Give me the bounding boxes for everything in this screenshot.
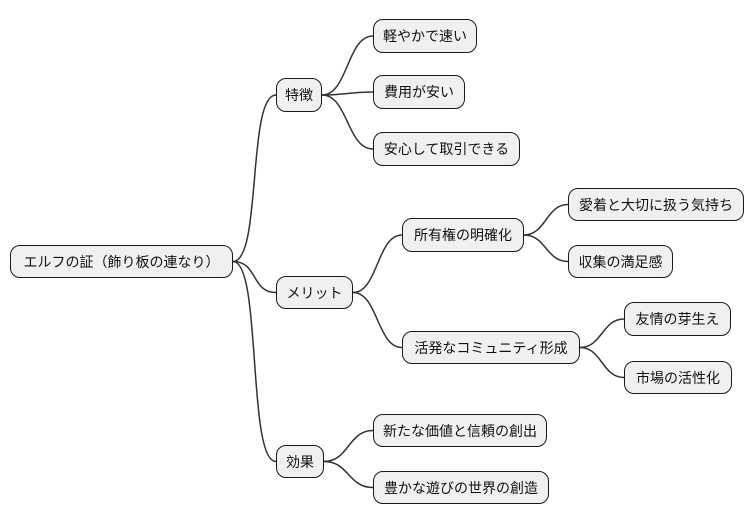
edge-ownership-attachment: [523, 203, 569, 236]
edge-root-features: [232, 94, 277, 263]
edge-features-low-cost: [321, 91, 374, 96]
node-ownership-attachment: 愛着と大切に扱う気持ち: [568, 188, 744, 221]
edge-merits-ownership: [352, 234, 403, 294]
node-features: 特徴: [276, 78, 322, 112]
edge-merits-community: [352, 291, 403, 349]
edge-features-safe-trade: [321, 94, 374, 150]
edge-ownership-collection: [523, 234, 569, 263]
edge-root-effects: [232, 260, 277, 463]
node-effect-new-value: 新たな価値と信頼の創出: [373, 414, 547, 447]
node-merits: メリット: [276, 276, 353, 309]
node-community-market: 市場の活性化: [624, 361, 732, 394]
edge-root-merits: [232, 260, 277, 294]
node-community-friendship: 友情の芽生え: [624, 302, 731, 336]
edge-community-friendship: [579, 318, 625, 349]
edge-features-light-fast: [321, 35, 374, 96]
node-merit-ownership: 所有権の明確化: [402, 218, 524, 252]
node-feature-low-cost: 費用が安い: [373, 75, 465, 109]
node-ownership-collection: 収集の満足感: [568, 245, 673, 278]
node-merit-community: 活発なコミュニティ形成: [402, 331, 580, 364]
edge-effects-new-value: [323, 429, 374, 463]
node-root: エルフの証（飾り板の連なり）: [10, 245, 233, 278]
edge-effects-rich-world: [323, 460, 374, 489]
node-effect-rich-world: 豊かな遊びの世界の創造: [373, 471, 549, 504]
edge-community-market: [579, 346, 625, 379]
node-feature-light-fast: 軽やかで速い: [373, 19, 477, 53]
node-feature-safe-trade: 安心して取引できる: [373, 132, 520, 166]
node-effects: 効果: [276, 445, 324, 478]
